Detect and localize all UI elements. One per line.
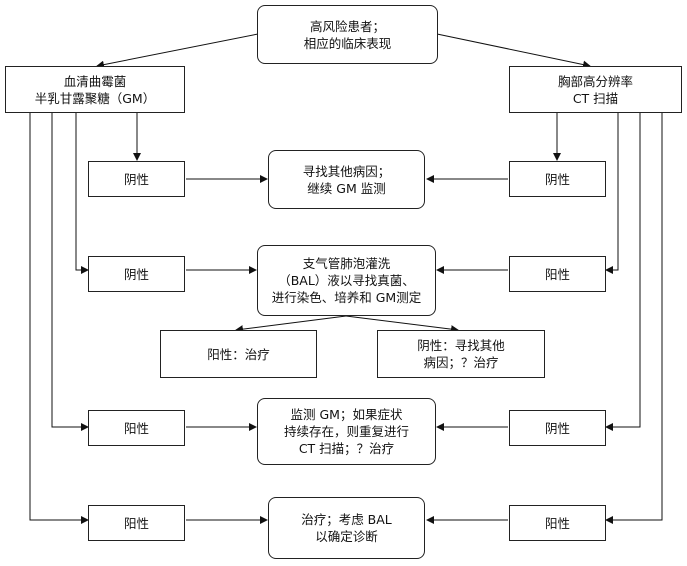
row1-right-label: 阴性 xyxy=(544,171,570,187)
bal-negative-line2: 病因；？治疗 xyxy=(423,355,499,370)
row3-center-line1: 监测 GM；如果症状 xyxy=(290,407,403,422)
arrow-ct-to-row4-right xyxy=(605,113,663,524)
row4-left-label: 阳性 xyxy=(123,515,149,531)
bal-line3: 进行染色、培养和 GM测定 xyxy=(271,290,422,305)
arrow-gm-to-row2-left xyxy=(75,113,89,274)
row1-center-node: 寻找其他病因； 继续 GM 监测 xyxy=(268,150,425,209)
row3-center-line3: CT 扫描；？治疗 xyxy=(298,441,395,456)
row2-left-label: 阴性 xyxy=(123,266,149,282)
row4-center-line2: 以确定诊断 xyxy=(315,529,378,544)
start-node: 高风险患者； 相应的临床表现 xyxy=(257,5,438,64)
arrow-ct-to-row2-right xyxy=(605,113,619,274)
bal-line1: 支气管肺泡灌洗 xyxy=(302,256,391,271)
row4-right-label: 阳性 xyxy=(544,515,570,531)
ct-scan-node: 胸部高分辨率 CT 扫描 xyxy=(509,66,682,113)
row4-left-result: 阳性 xyxy=(88,505,185,541)
ct-line2: CT 扫描 xyxy=(572,90,619,106)
row1-right-result: 阴性 xyxy=(509,161,606,197)
arrow-gm-to-row4-left xyxy=(29,113,89,524)
bal-negative-node: 阴性：寻找其他 病因；？治疗 xyxy=(377,330,545,378)
bal-node: 支气管肺泡灌洗 （BAL）液以寻找真菌、 进行染色、培养和 GM测定 xyxy=(257,245,436,316)
start-line1: 高风险患者； xyxy=(309,18,385,34)
row2-left-result: 阴性 xyxy=(88,256,185,292)
row4-center-node: 治疗；考虑 BAL 以确定诊断 xyxy=(268,497,425,559)
row2-right-result: 阳性 xyxy=(509,256,606,292)
gm-line2: 半乳甘露聚糖（GM） xyxy=(34,90,156,106)
row3-right-result: 阴性 xyxy=(509,410,606,446)
bal-positive-label: 阳性：治疗 xyxy=(207,346,270,362)
bal-positive-node: 阳性：治疗 xyxy=(160,330,317,378)
gm-line1: 血清曲霉菌 xyxy=(63,73,127,89)
row3-left-result: 阳性 xyxy=(88,410,185,446)
arrow-ct-to-row3-right xyxy=(605,113,641,431)
arrow-bal-to-positive xyxy=(235,315,347,334)
row3-center-node: 监测 GM；如果症状 持续存在，则重复进行 CT 扫描；？治疗 xyxy=(257,398,436,465)
arrow-bal-to-negative xyxy=(345,315,459,334)
row3-left-label: 阳性 xyxy=(123,420,149,436)
start-line2: 相应的临床表现 xyxy=(303,35,392,51)
row1-center-line1: 寻找其他病因； xyxy=(302,163,391,179)
arrow-start-to-gm xyxy=(96,33,259,69)
row2-right-label: 阳性 xyxy=(544,266,570,282)
row3-right-label: 阴性 xyxy=(544,420,570,436)
gm-test-node: 血清曲霉菌 半乳甘露聚糖（GM） xyxy=(5,66,185,113)
arrow-gm-to-row3-left xyxy=(51,113,89,431)
row1-left-result: 阴性 xyxy=(88,161,185,197)
row1-center-line2: 继续 GM 监测 xyxy=(307,180,386,196)
bal-negative-line1: 阴性：寻找其他 xyxy=(417,338,505,353)
ct-line1: 胸部高分辨率 xyxy=(557,73,633,89)
row4-center-line1: 治疗；考虑 BAL xyxy=(301,512,392,527)
arrow-start-to-ct xyxy=(436,33,591,69)
bal-line2: （BAL）液以寻找真菌、 xyxy=(278,273,415,288)
row1-left-label: 阴性 xyxy=(123,171,149,187)
row3-center-line2: 持续存在，则重复进行 xyxy=(283,424,409,439)
row4-right-result: 阳性 xyxy=(509,505,606,541)
